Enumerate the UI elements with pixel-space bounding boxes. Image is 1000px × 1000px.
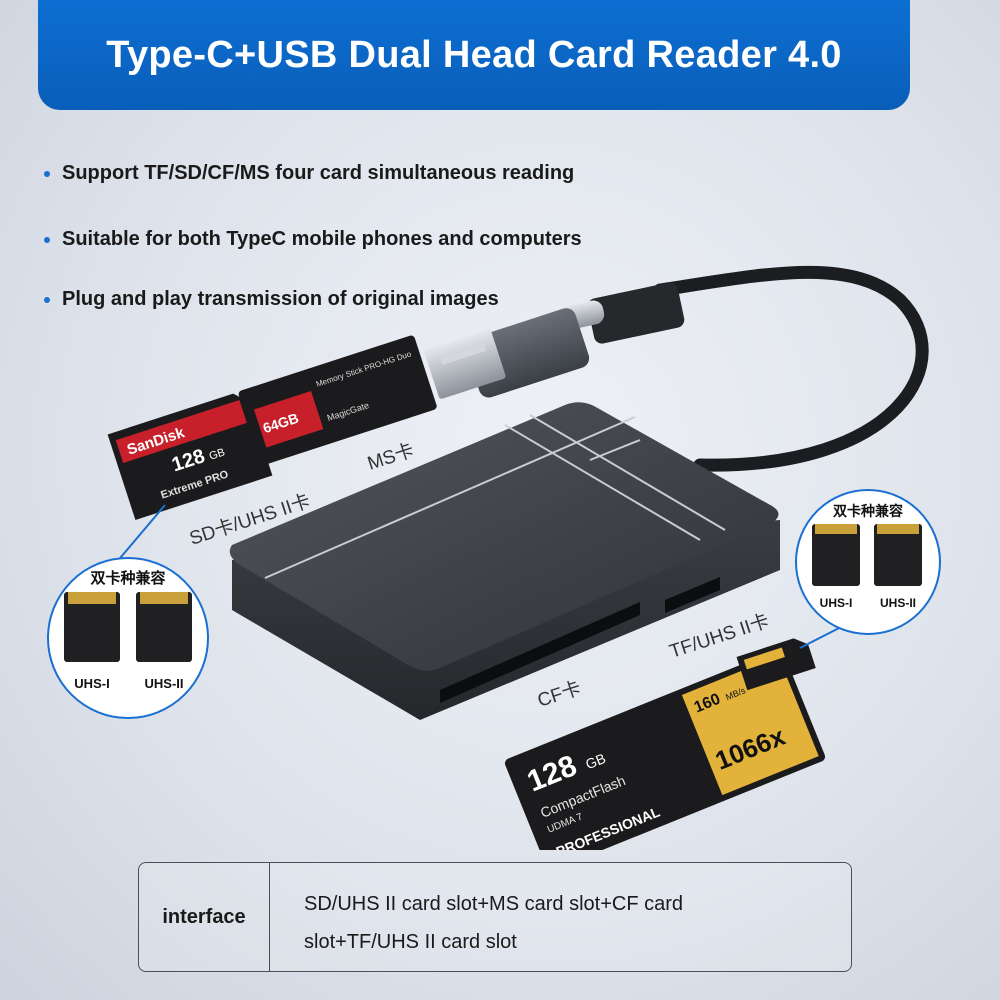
cf-unit-text: GB xyxy=(583,750,608,772)
cf-slot xyxy=(440,602,640,703)
feature-text: Suitable for both TypeC mobile phones an… xyxy=(62,228,582,250)
bullet-icon xyxy=(44,236,50,243)
bullet-icon xyxy=(44,296,50,303)
compat-callout-right: 双卡种兼容 UHS-I UHS-II xyxy=(795,489,941,635)
uhs-label: UHS-I xyxy=(74,676,109,691)
interface-table: interface SD/UHS II card slot+MS card sl… xyxy=(138,862,852,972)
usb-a-connector xyxy=(424,308,590,399)
title-banner: Type-C+USB Dual Head Card Reader 4.0 xyxy=(38,0,910,110)
feature-item: Support TF/SD/CF/MS four card simultaneo… xyxy=(44,162,574,185)
compat-title: 双卡种兼容 xyxy=(833,503,903,519)
cf-slot-label: CF卡 xyxy=(535,677,584,712)
interface-line: SD/UHS II card slot+MS card slot+CF card xyxy=(304,893,684,915)
microsd-card xyxy=(736,638,816,691)
uhs-label: UHS-I xyxy=(820,596,853,610)
pointer-line xyxy=(799,624,846,649)
product-illustration: SanDisk 128 GB Extreme PRO 64GB Memory S… xyxy=(47,265,941,850)
feature-item: Suitable for both TypeC mobile phones an… xyxy=(44,228,582,251)
sd-unit-text: GB xyxy=(208,446,227,462)
interface-description: SD/UHS II card slot+MS card slot+CF card… xyxy=(270,863,851,971)
page-title: Type-C+USB Dual Head Card Reader 4.0 xyxy=(106,33,842,76)
feature-text: Plug and play transmission of original i… xyxy=(62,288,499,310)
ms-slot-label: MS卡 xyxy=(365,439,417,475)
interface-line: slot+TF/UHS II card slot xyxy=(304,931,517,953)
compat-callout-left: 双卡种兼容 UHS-I UHS-II xyxy=(47,557,209,719)
cable xyxy=(653,265,929,472)
feature-item: Plug and play transmission of original i… xyxy=(44,288,499,311)
compat-title: 双卡种兼容 xyxy=(90,569,165,587)
bullet-icon xyxy=(44,170,50,177)
feature-text: Support TF/SD/CF/MS four card simultaneo… xyxy=(62,162,575,184)
tf-slot xyxy=(665,577,720,613)
card-reader-device xyxy=(229,402,780,720)
interface-label: interface xyxy=(139,863,270,971)
uhs-label: UHS-II xyxy=(880,596,916,610)
uhs-label: UHS-II xyxy=(145,676,184,691)
cf-card: 128 GB CompactFlash UDMA 7 PROFESSIONAL … xyxy=(504,649,826,850)
